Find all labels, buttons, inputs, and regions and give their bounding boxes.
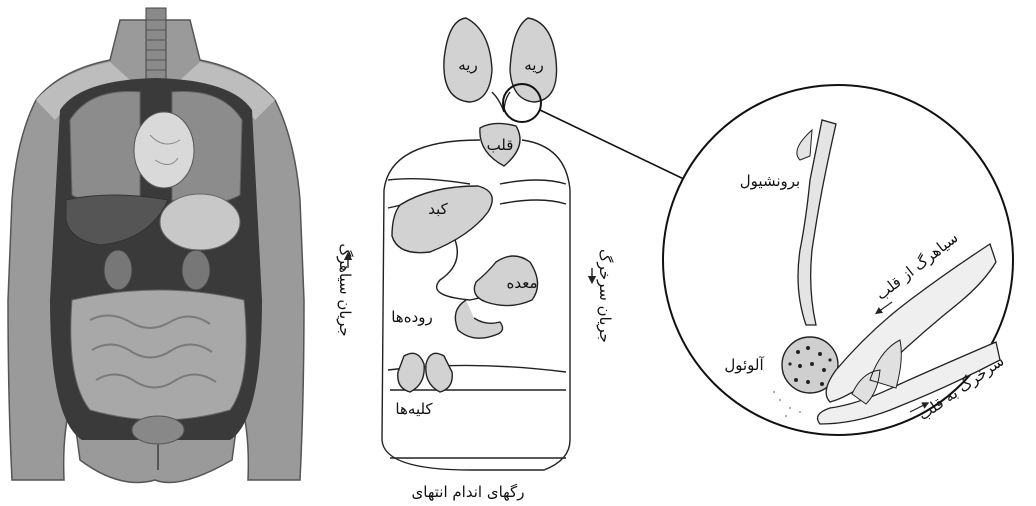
torso-kidney-left [104,250,132,290]
kidneys-label: کلیه‌ها [395,400,433,418]
intestines-label: روده‌ها [391,308,433,326]
torso-intestines [71,290,246,420]
zoom-connector [540,110,690,182]
kidney-right [426,353,452,392]
venous-flow-label: جریان سیاهرگ [336,243,354,336]
torso-kidney-right [182,250,210,290]
liver-label: کبد [428,200,448,218]
limbs-vessels-label: رگهای اندام انتهای [412,483,525,501]
torso-heart [134,112,194,188]
alveolus-label: آلوئول [724,356,764,374]
circulation-diagram [348,18,592,470]
torso-bladder [132,416,184,444]
arterial-flow-label: جریان سرخرگ [596,249,614,343]
lung-left-label: ریه [458,56,477,74]
torso-illustration [8,8,304,483]
bronchiole-label: برونشیول [740,172,800,190]
kidney-left [398,353,424,392]
intestine [455,300,502,338]
heart-label: قلب [487,136,514,154]
torso-lung-left [70,92,140,204]
liver [392,186,492,253]
stomach-label: معده [506,274,537,292]
lung-right-label: ریه [524,56,543,74]
torso-stomach [160,194,240,250]
